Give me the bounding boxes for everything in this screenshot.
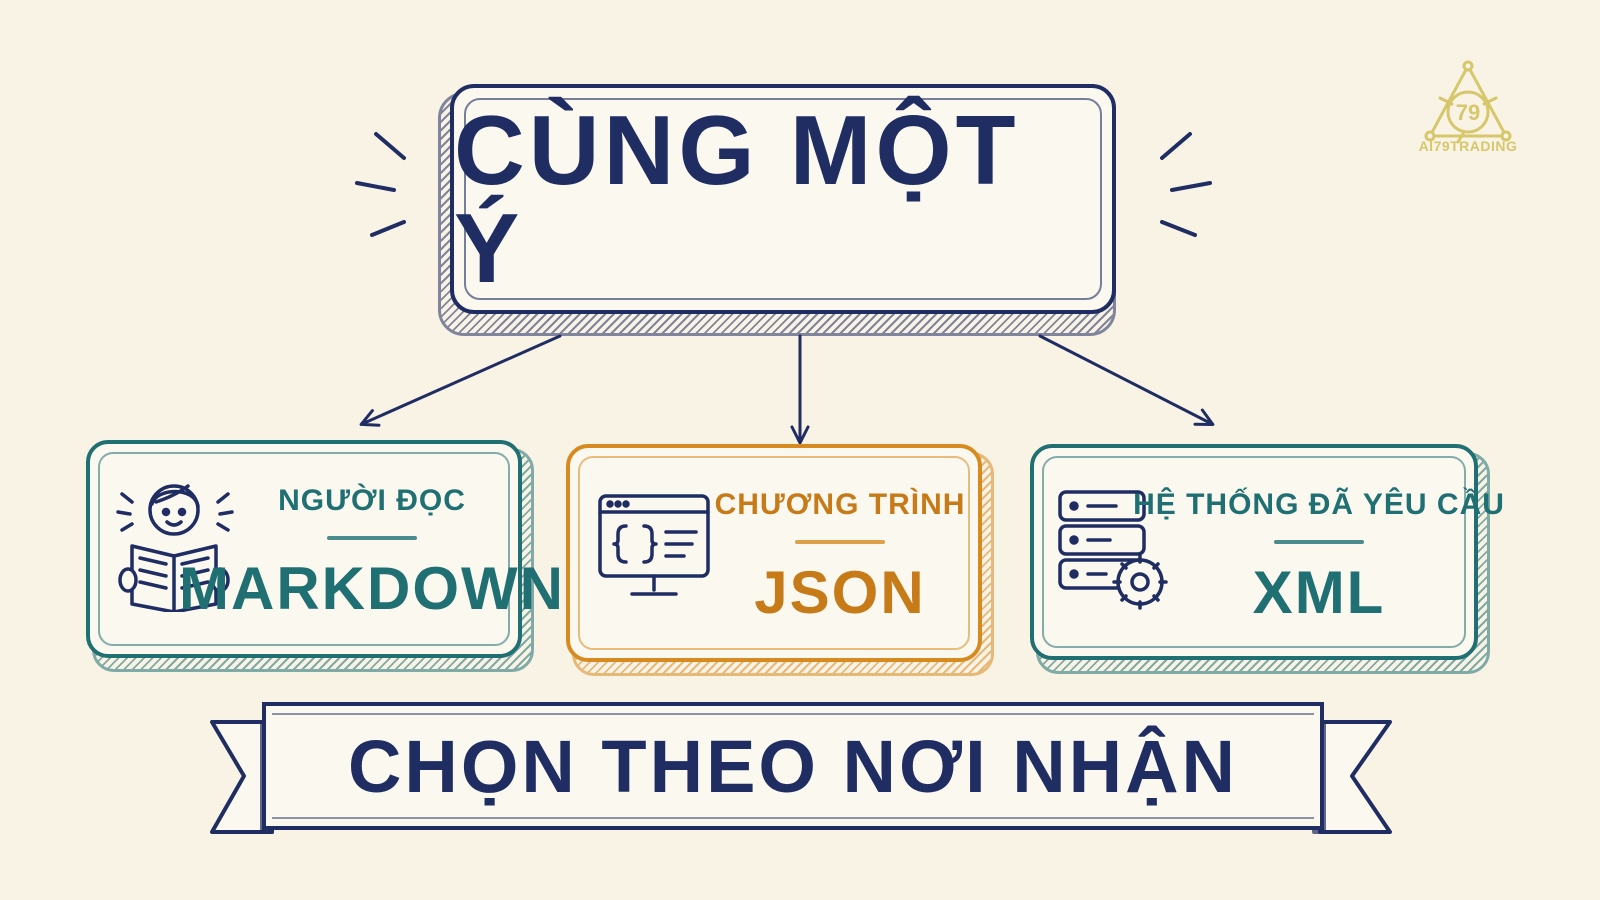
card-format-label: JSON <box>754 559 926 626</box>
server-gear-icon <box>1058 490 1168 610</box>
card-role-label: NGƯỜI ĐỌC <box>278 484 466 517</box>
arrow-to-xml <box>1038 334 1215 426</box>
logo-wordmark: AI79TRADING <box>1418 138 1518 154</box>
title-box: CÙNG MỘT Ý <box>450 84 1116 314</box>
code-window-monitor-icon <box>598 494 710 596</box>
logo-mark: 79 <box>1456 100 1480 125</box>
card-markdown: NGƯỜI ĐỌC MARKDOWN <box>86 440 563 658</box>
card-json: CHƯƠNG TRÌNH JSON <box>566 444 982 662</box>
card-format-label: XML <box>1252 559 1386 626</box>
card-role-label: HỆ THỐNG ĐÃ YÊU CẦU <box>1133 488 1505 521</box>
burst-left-icon <box>355 132 406 237</box>
title-text: CÙNG MỘT Ý <box>454 95 1020 303</box>
card-divider <box>327 536 417 540</box>
person-reading-book-icon <box>116 484 234 612</box>
banner-ribbon: CHỌN THEO NƠI NHẬN <box>262 702 1324 830</box>
card-role-label: CHƯƠNG TRÌNH <box>714 488 966 521</box>
card-format-label: MARKDOWN <box>179 555 565 622</box>
ai79trading-logo-icon: 79 <box>1424 60 1512 144</box>
card-xml: HỆ THỐNG ĐÃ YÊU CẦU XML <box>1030 444 1504 660</box>
arrow-to-markdown <box>359 334 562 427</box>
card-divider <box>1274 540 1364 544</box>
burst-right-icon <box>1160 132 1212 237</box>
card-divider <box>795 540 885 544</box>
banner-text: CHỌN THEO NƠI NHẬN <box>347 724 1238 808</box>
